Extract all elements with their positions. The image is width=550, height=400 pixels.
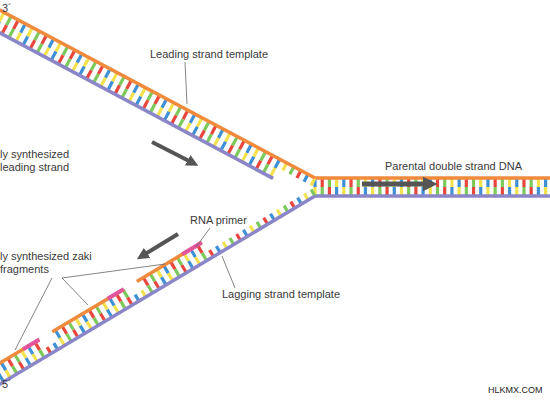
direction-arrows bbox=[142, 142, 430, 256]
part-label: ly synthesized leading strand bbox=[0, 148, 95, 174]
rna-primer bbox=[182, 243, 202, 255]
watermark: HLKMX.COM bbox=[488, 384, 550, 397]
leader-line bbox=[222, 256, 235, 288]
leader-line bbox=[185, 62, 187, 104]
part-label: Lagging strand template bbox=[222, 288, 372, 301]
complementary-strand bbox=[52, 289, 124, 332]
complementary-strand bbox=[137, 243, 202, 282]
complementary-strand bbox=[315, 194, 550, 198]
lagging-direction-arrow bbox=[142, 234, 178, 256]
leader-lines bbox=[15, 62, 235, 350]
part-label: Leading strand template bbox=[150, 48, 300, 61]
part-label: RNA primer bbox=[190, 214, 270, 227]
part-label: Parental double strand DNA bbox=[385, 160, 545, 173]
rna-primer bbox=[108, 289, 124, 299]
fork-direction-arrow bbox=[362, 182, 430, 187]
leader-line bbox=[62, 278, 88, 305]
leader-line bbox=[196, 228, 210, 247]
template-strand bbox=[315, 176, 550, 180]
unpaired-base bbox=[311, 189, 315, 196]
part-label: ly synthesized zaki fragments bbox=[0, 250, 95, 276]
complementary-strand bbox=[0, 23, 273, 179]
strand-end-label: 3´ bbox=[2, 2, 22, 15]
template-strand bbox=[0, 5, 315, 178]
dna-strands bbox=[0, 5, 550, 390]
rna-primer bbox=[23, 340, 39, 350]
unpaired-base bbox=[311, 178, 315, 185]
leader-line bbox=[15, 278, 52, 350]
leading-direction-arrow bbox=[152, 142, 193, 163]
complementary-strand bbox=[0, 340, 39, 375]
leader-line bbox=[62, 264, 165, 278]
strand-end-label: 5´ bbox=[2, 378, 22, 391]
